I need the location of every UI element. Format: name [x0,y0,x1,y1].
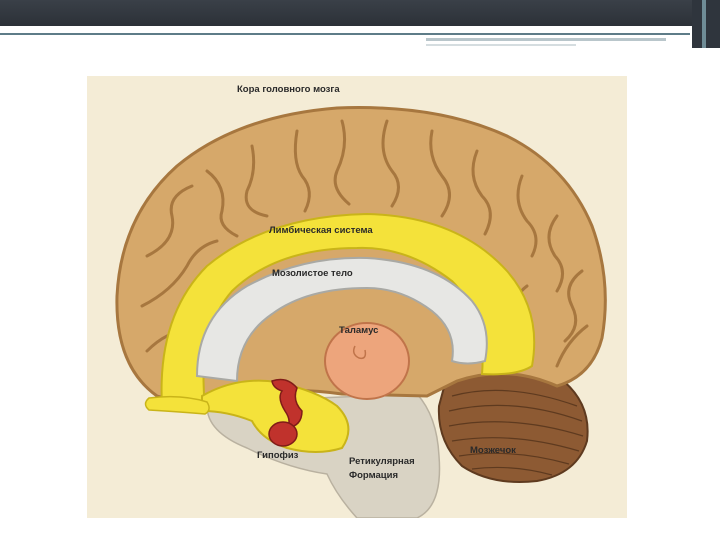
label-reticular-formation-1: Ретикулярная [349,456,415,467]
label-corpus-callosum: Мозолистое тело [272,268,353,279]
slide-corner-block [692,0,720,48]
label-pituitary: Гипофиз [257,450,299,461]
slide-accent-line-short [426,44,576,46]
slide-corner-accent [702,0,706,48]
label-reticular-formation-2: Формация [349,470,398,481]
label-cerebellum: Мозжечок [470,445,516,456]
slide-accent-line [426,38,666,41]
label-limbic-system: Лимбическая система [269,225,373,236]
brain-diagram: Кора головного мозга Лимбическая система… [87,76,627,518]
pituitary-shape [269,422,297,446]
label-thalamus: Таламус [339,325,378,336]
brain-figure: Кора головного мозга Лимбическая система… [87,76,627,518]
slide-divider-line [0,33,690,35]
slide-top-bar [0,0,720,26]
label-cortex: Кора головного мозга [237,84,340,95]
